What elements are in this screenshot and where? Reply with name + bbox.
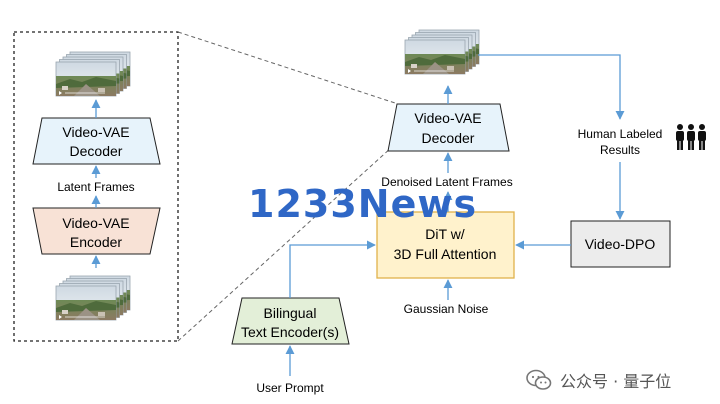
left-vae-decoder-label-1: Video-VAE (62, 124, 129, 140)
human-labeled-label-2: Results (600, 143, 640, 157)
human-labeled-label-1: Human Labeled (578, 127, 663, 141)
arrow-encoder-to-dit (289, 240, 376, 298)
video-dpo-box (570, 220, 671, 268)
video-dpo-label: Video-DPO (585, 236, 656, 252)
left-latent-frames-label: Latent Frames (57, 180, 134, 194)
zoom-line-top (177, 31, 396, 104)
zoom-line-bottom (177, 146, 393, 342)
left-vae-encoder-label-1: Video-VAE (62, 215, 129, 231)
denoised-latent-frames-label: Denoised Latent Frames (381, 175, 512, 189)
text-encoder-label-2: Text Encoder(s) (241, 324, 339, 340)
text-encoder-label-1: Bilingual (264, 305, 317, 321)
left-vae-encoder-label-2: Encoder (70, 234, 122, 250)
left-vae-encoder-shape (32, 207, 161, 255)
gaussian-noise-label: Gaussian Noise (404, 302, 489, 316)
video-frames-stack-icon (56, 276, 130, 320)
footer-text: 公众号 · 量子位 (560, 372, 672, 391)
vae-decoder-label-1: Video-VAE (414, 110, 481, 126)
people-group-icon (676, 124, 706, 150)
text-encoder-shape (231, 297, 350, 345)
vae-decoder-shape (387, 103, 510, 152)
vae-decoder-label-2: Decoder (422, 130, 475, 146)
video-frames-stack-icon (405, 30, 479, 74)
left-dashed-panel (13, 31, 179, 342)
dit-label-1: DiT w/ (425, 226, 465, 242)
dit-label-2: 3D Full Attention (394, 246, 497, 262)
left-vae-decoder-shape (32, 117, 161, 165)
dit-box (376, 211, 515, 279)
watermark-text: 1233News (248, 182, 478, 226)
footer-attribution: 公众号 · 量子位 (526, 368, 671, 392)
left-vae-decoder-label-2: Decoder (70, 143, 123, 159)
arrow-output-to-human (478, 54, 625, 120)
wechat-icon (526, 369, 552, 390)
video-frames-stack-icon (56, 52, 130, 96)
user-prompt-label: User Prompt (256, 381, 324, 395)
